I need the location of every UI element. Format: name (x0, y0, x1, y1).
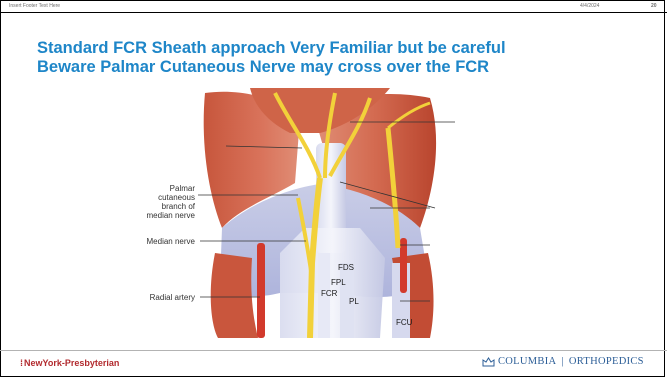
slide-title: Standard FCR Sheath approach Very Famili… (37, 39, 597, 77)
nyp-logo-text: NewYork-Presbyterian (24, 358, 119, 368)
label-fcr: FCR (321, 289, 337, 298)
title-line-2: Beware Palmar Cutaneous Nerve may cross … (37, 58, 597, 77)
crown-icon (482, 357, 495, 367)
nyp-mark-icon: ⁞ (20, 358, 23, 368)
ulnar-artery (400, 238, 407, 293)
page-number: 20 (651, 3, 657, 9)
label-radial-artery: Radial artery (120, 293, 195, 302)
label-line: Palmar (120, 184, 195, 193)
slide-header: Insert Footer Text Here 4/4/2024 20 (0, 0, 667, 24)
columbia-text: COLUMBIA (498, 356, 556, 367)
label-median-nerve: Median nerve (120, 237, 195, 246)
label-line: branch of (120, 202, 195, 211)
label-pl: PL (349, 297, 359, 306)
radial-artery (257, 243, 265, 338)
newyork-presbyterian-logo: ⁞NewYork-Presbyterian (20, 358, 119, 368)
title-line-1: Standard FCR Sheath approach Very Famili… (37, 39, 597, 58)
logo-separator: | (561, 356, 563, 367)
forearm-muscle-left (211, 253, 258, 338)
label-fpl: FPL (331, 278, 346, 287)
footer-divider (0, 350, 667, 351)
label-line: cutaneous (120, 193, 195, 202)
top-divider (0, 12, 667, 13)
slide-date: 4/4/2024 (580, 3, 599, 9)
label-palmar-cutaneous: Palmar cutaneous branch of median nerve (120, 184, 195, 220)
orthopedics-text: ORTHOPEDICS (569, 356, 644, 367)
columbia-orthopedics-logo: COLUMBIA | ORTHOPEDICS (482, 356, 644, 367)
label-line: median nerve (120, 211, 195, 220)
label-fds: FDS (338, 263, 354, 272)
footer-text: Insert Footer Text Here (9, 3, 60, 9)
label-fcu: FCU (396, 318, 412, 327)
